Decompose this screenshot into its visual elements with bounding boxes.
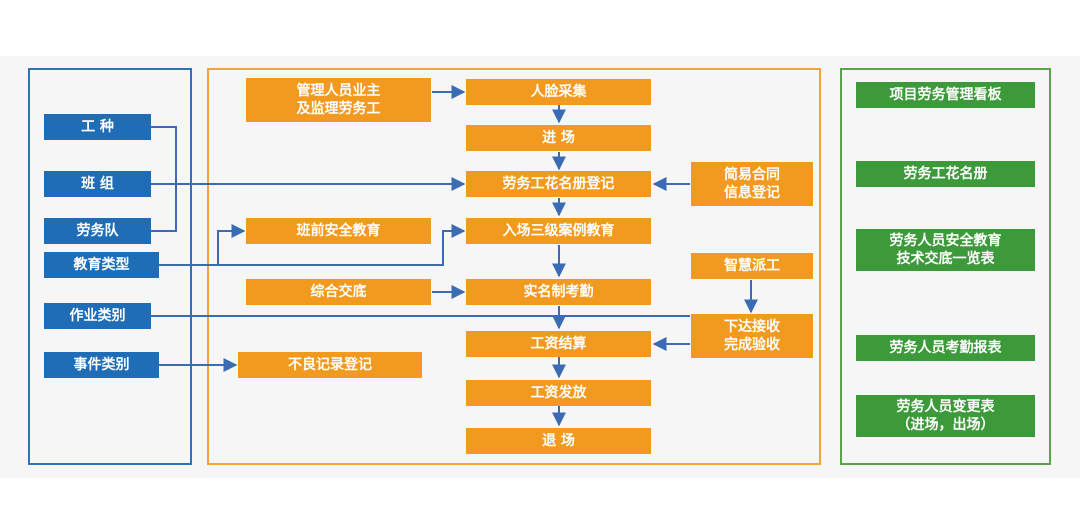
dashboard-box: 项目劳务管理看板 [856, 82, 1035, 108]
education-to-pre-shift-arrow [217, 224, 246, 265]
job-category-box: 作业类别 [44, 303, 151, 329]
labor-team-box: 劳务队 [44, 218, 151, 244]
work-type-box: 工 种 [44, 114, 151, 140]
three-level-education-box: 入场三级案例教育 [466, 218, 651, 244]
center-frame [207, 68, 821, 465]
bad-record-box: 不良记录登记 [238, 352, 422, 378]
safety-education-list-box: 劳务人员安全教育 技术交底一览表 [856, 229, 1035, 271]
simple-contract-box: 简易合同 信息登记 [691, 162, 813, 206]
left-frame [28, 68, 192, 465]
issue-accept-box: 下达接收 完成验收 [691, 314, 813, 358]
wage-settlement-box: 工资结算 [466, 331, 651, 357]
education-type-box: 教育类型 [44, 252, 159, 278]
team-box: 班 组 [44, 171, 151, 197]
right-frame [840, 68, 1051, 465]
entry-box: 进 场 [466, 125, 651, 151]
roster-registration-box: 劳务工花名册登记 [466, 171, 651, 197]
worktype-laborteam-bracket [151, 126, 177, 232]
exit-box: 退 场 [466, 428, 651, 454]
attendance-report-box: 劳务人员考勤报表 [856, 335, 1035, 361]
change-table-box: 劳务人员变更表 （进场，出场） [856, 395, 1035, 437]
smart-dispatch-box: 智慧派工 [691, 253, 813, 279]
face-collection-box: 人脸采集 [466, 79, 651, 105]
wage-payment-box: 工资发放 [466, 380, 651, 406]
manager-owner-supervisor-box: 管理人员业主 及监理劳务工 [246, 78, 431, 122]
comprehensive-briefing-box: 综合交底 [246, 279, 431, 305]
roster-report-box: 劳务工花名册 [856, 161, 1035, 187]
event-category-box: 事件类别 [44, 352, 159, 378]
education-type-line [159, 224, 466, 266]
realname-attendance-box: 实名制考勤 [466, 279, 651, 305]
pre-shift-safety-box: 班前安全教育 [246, 218, 431, 244]
